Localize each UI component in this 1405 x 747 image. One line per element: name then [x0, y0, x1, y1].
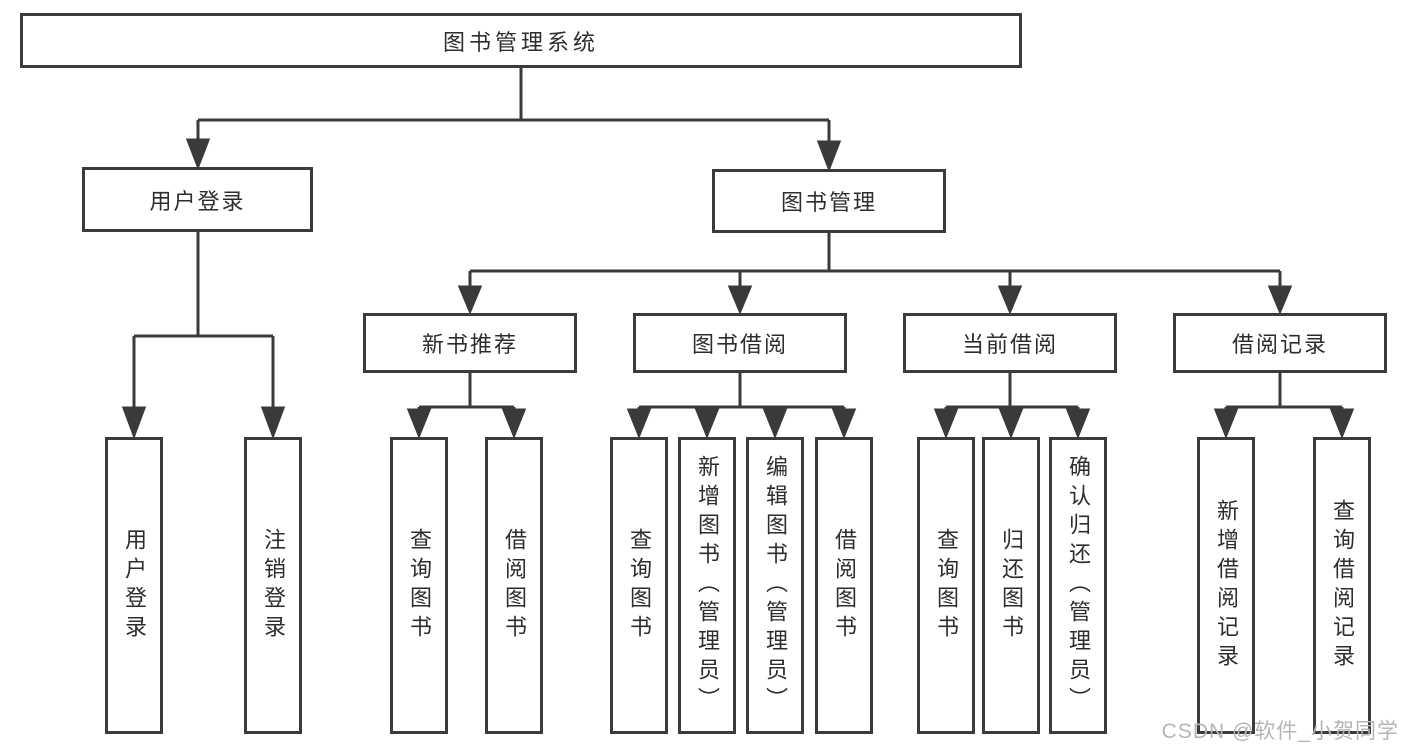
leaf-label: 确认归还（管理员） [1066, 455, 1091, 716]
node-borrow-records-label: 借阅记录 [1231, 332, 1328, 357]
arrowhead [694, 408, 720, 440]
arrowhead [406, 408, 432, 440]
arrowhead [121, 406, 147, 440]
leaf-borrow-borrow: 借阅图书 [815, 437, 873, 734]
leaf-user-login-login: 用户登录 [105, 437, 163, 734]
arrowhead [998, 408, 1024, 440]
node-current-borrow-label: 当前借阅 [961, 332, 1058, 357]
node-root: 图书管理系统 [20, 13, 1022, 68]
leaf-current-confirm-admin: 确认归还（管理员） [1049, 437, 1107, 734]
connector-currentborrow-to-leaves [933, 373, 1091, 440]
arrowhead [501, 408, 527, 440]
arrowhead [933, 408, 959, 440]
connector-userlogin-to-leaves [121, 232, 286, 440]
arrowhead [185, 138, 211, 171]
watermark-text: CSDN @软件_小贺同学 [1161, 720, 1399, 743]
leaf-current-query: 查询图书 [917, 437, 975, 734]
node-new-book-rec-label: 新书推荐 [421, 332, 518, 357]
leaf-label: 查询图书 [627, 527, 652, 644]
node-new-book-rec: 新书推荐 [363, 313, 577, 373]
arrowhead [1329, 408, 1355, 440]
leaf-user-login-logout: 注销登录 [244, 437, 302, 734]
connector-bookmgmt-to-level3 [457, 233, 1293, 315]
node-book-borrow: 图书借阅 [633, 313, 847, 373]
leaf-newbook-borrow: 借阅图书 [485, 437, 543, 734]
connector-records-to-leaves [1213, 373, 1355, 440]
arrowhead [260, 406, 286, 440]
connector-newbookrec-to-leaves [406, 373, 527, 440]
arrowhead [816, 140, 842, 173]
arrowhead [1213, 408, 1239, 440]
arrowhead [831, 408, 857, 440]
node-borrow-records: 借阅记录 [1173, 313, 1387, 373]
leaf-label: 查询图书 [407, 527, 432, 644]
node-book-mgmt: 图书管理 [712, 169, 946, 233]
arrowhead [727, 285, 753, 315]
leaf-label: 借阅图书 [502, 527, 527, 644]
node-book-mgmt-label: 图书管理 [780, 190, 877, 215]
arrowhead [457, 285, 483, 315]
leaf-records-add: 新增借阅记录 [1197, 437, 1255, 734]
leaf-label: 用户登录 [122, 527, 147, 644]
connector-root-to-level2 [185, 68, 842, 173]
node-user-login: 用户登录 [82, 167, 313, 232]
node-current-borrow: 当前借阅 [903, 313, 1117, 373]
leaf-label: 编辑图书（管理员） [763, 455, 788, 716]
leaf-label: 新增图书（管理员） [695, 455, 720, 716]
node-book-borrow-label: 图书借阅 [691, 332, 788, 357]
leaf-label: 新增借阅记录 [1214, 498, 1239, 673]
arrowhead [1267, 285, 1293, 315]
leaf-current-return: 归还图书 [982, 437, 1040, 734]
arrowhead [997, 285, 1023, 315]
leaf-borrow-add-admin: 新增图书（管理员） [678, 437, 736, 734]
leaf-label: 借阅图书 [832, 527, 857, 644]
leaf-newbook-query: 查询图书 [390, 437, 448, 734]
leaf-label: 查询图书 [934, 527, 959, 644]
node-root-label: 图书管理系统 [442, 29, 599, 55]
connector-bookborrow-to-leaves [626, 373, 857, 440]
leaf-label: 查询借阅记录 [1330, 498, 1355, 673]
leaf-label: 注销登录 [261, 527, 286, 644]
node-user-login-label: 用户登录 [149, 188, 246, 214]
arrowhead [762, 408, 788, 440]
arrowhead [626, 408, 652, 440]
leaf-label: 归还图书 [999, 527, 1024, 644]
leaf-borrow-query: 查询图书 [610, 437, 668, 734]
arrowhead [1065, 408, 1091, 440]
leaf-records-query: 查询借阅记录 [1313, 437, 1371, 734]
leaf-borrow-edit-admin: 编辑图书（管理员） [746, 437, 804, 734]
